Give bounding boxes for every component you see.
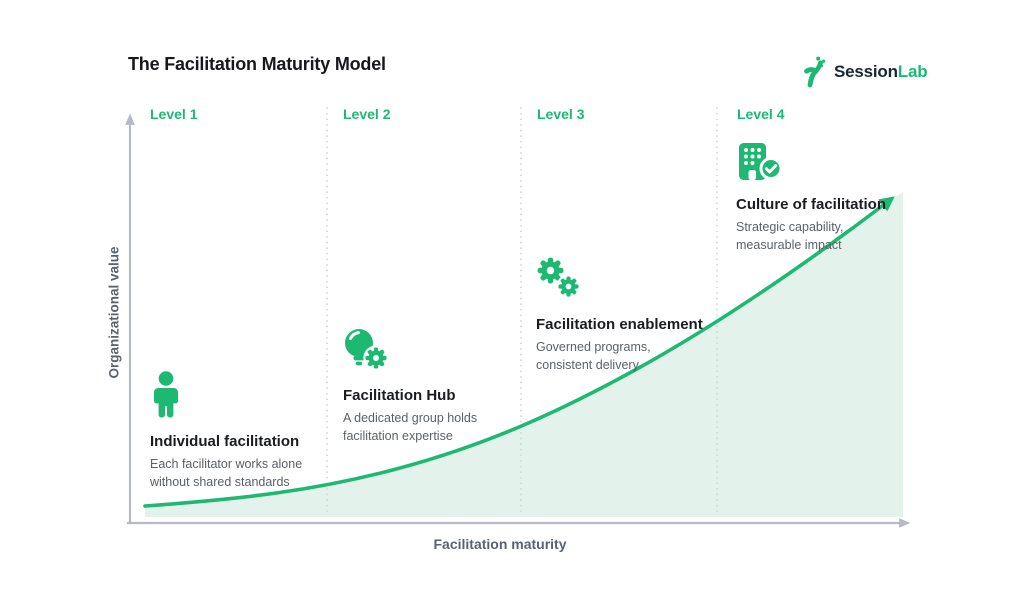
lightbulb-gear-icon: [343, 327, 513, 378]
sessionlab-logo: SessionLab: [801, 56, 928, 88]
gears-icon: [536, 256, 706, 307]
logo-text-session: Session: [834, 62, 898, 81]
sessionlab-logo-text: SessionLab: [834, 62, 928, 82]
level-3-content: Facilitation enablement Governed program…: [536, 256, 706, 374]
person-icon: [150, 371, 320, 424]
level-2-content: Facilitation Hub A dedicated group holds…: [343, 327, 513, 445]
level-4-description: Strategic capability, measurable impact: [736, 220, 844, 253]
level-3-title: Facilitation enablement: [536, 316, 703, 333]
level-4-title: Culture of facilitation: [736, 196, 886, 213]
level-4-content: Culture of facilitation Strategic capabi…: [736, 140, 906, 254]
level-separators: [326, 107, 718, 517]
level-1-content: Individual facilitation Each facilitator…: [150, 371, 320, 491]
level-1-title: Individual facilitation: [150, 433, 300, 450]
growth-curve-line: [143, 196, 895, 508]
level-3-label: Level 3: [537, 106, 585, 122]
level-1-description: Each facilitator works alone without sha…: [150, 457, 303, 490]
level-2-title: Facilitation Hub: [343, 387, 456, 404]
level-2-description: A dedicated group holds facilitation exp…: [343, 411, 478, 444]
level-4-label: Level 4: [737, 106, 785, 122]
y-axis-label: Organizational value: [106, 246, 122, 379]
x-axis-label: Facilitation maturity: [433, 536, 567, 552]
level-2-label: Level 2: [343, 106, 391, 122]
page-title: The Facilitation Maturity Model: [128, 54, 386, 74]
logo-text-lab: Lab: [897, 62, 928, 81]
curve-area-fill: [145, 192, 903, 517]
axes: [125, 113, 911, 528]
level-1-label: Level 1: [150, 106, 198, 122]
sessionlab-logo-icon: [804, 56, 826, 88]
building-check-icon: [736, 140, 906, 187]
level-3-description: Governed programs, consistent delivery: [536, 340, 651, 373]
